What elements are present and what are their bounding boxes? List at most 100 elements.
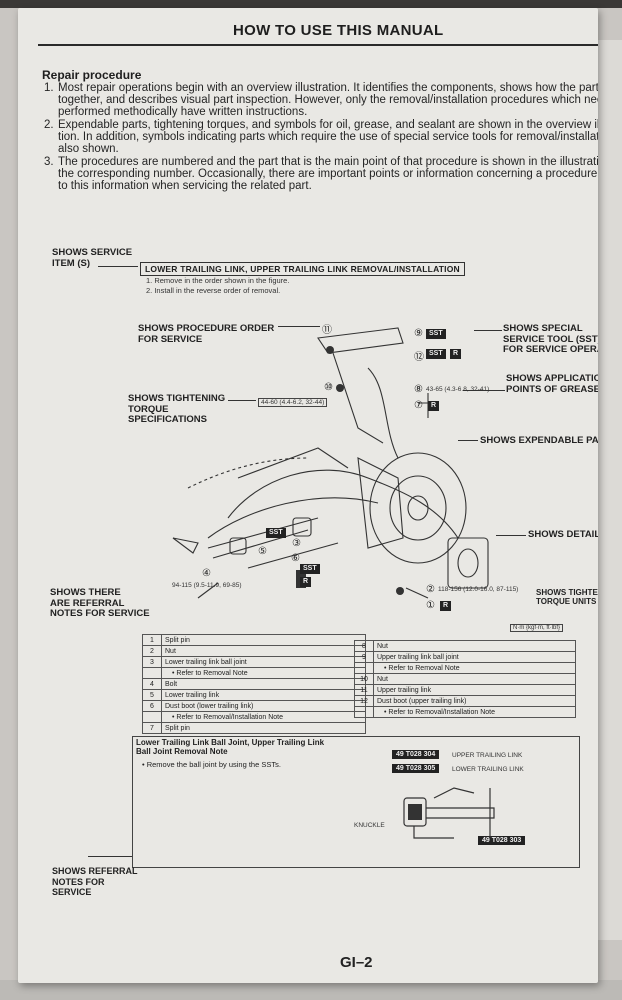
part-number xyxy=(142,667,162,679)
page-title: HOW TO USE THIS MANUAL xyxy=(233,22,444,39)
next-page-edge xyxy=(595,40,622,940)
part-name: • Refer to Removal/Installation Note xyxy=(161,711,366,723)
r-tag: R xyxy=(440,601,452,611)
table-row: • Refer to Removal Note xyxy=(142,667,366,679)
suspension-illustration xyxy=(172,327,489,599)
part-number xyxy=(142,711,162,723)
procedure-item-1: 1.Most repair operations begin with an o… xyxy=(44,82,598,118)
callout-application-points: SHOWS APPLICATION POINTS OF GREASE, ETC. xyxy=(506,373,598,395)
part-number: 6 xyxy=(142,700,162,712)
removal-note-box xyxy=(132,736,580,868)
callout-num-11: ⑪ xyxy=(322,325,332,336)
sst-tag: SST xyxy=(426,349,446,359)
torque-units-box: N·m {kgf·m, ft·lbf} xyxy=(510,624,564,632)
sst-tag: SST xyxy=(300,564,320,574)
table-surface xyxy=(0,980,622,1000)
removal-note-bullet: • Remove the ball joint by using the SST… xyxy=(142,760,281,769)
callout-procedure-order: SHOWS PROCEDURE ORDER FOR SERVICE xyxy=(138,323,275,345)
title-rule xyxy=(38,44,598,46)
service-step-2: 2. Install in the reverse order of remov… xyxy=(146,286,281,295)
procedure-item-3: 3.The procedures are numbered and the pa… xyxy=(44,156,598,192)
callout-num-5: ⑤ xyxy=(258,546,267,557)
sst-code: 49 T028 303 xyxy=(478,836,526,845)
torque-spec-4: 118-156 (12.0-16.0, 87-115) xyxy=(438,586,519,593)
callout-num-12: ⑫ xyxy=(414,352,424,363)
part-number: 10 xyxy=(354,673,374,685)
sst-code: 49 T028 304 xyxy=(392,750,440,759)
callout-num-8: ⑧ xyxy=(414,384,423,395)
sst-tag: SST xyxy=(266,528,286,538)
part-name: Nut xyxy=(161,645,366,657)
part-number: 4 xyxy=(142,678,162,690)
part-name: Upper trailing link ball joint xyxy=(373,651,576,663)
sst-tool-illustration xyxy=(403,787,495,839)
sst-label: LOWER TRAILING LINK xyxy=(452,766,524,773)
part-name: Split pin xyxy=(161,722,366,734)
leader-line xyxy=(228,400,256,401)
callout-service-item: SHOWS SERVICE ITEM (S) xyxy=(52,247,133,269)
service-step-1: 1. Remove in the order shown in the figu… xyxy=(146,276,290,285)
table-row: • Refer to Removal/Installation Note xyxy=(354,706,576,718)
callout-num-3: ③ xyxy=(292,538,301,549)
callout-num-2: ② xyxy=(426,584,435,595)
part-name: • Refer to Removal/Installation Note xyxy=(373,706,576,718)
leader-line xyxy=(98,266,138,267)
leader-line xyxy=(458,440,478,441)
callout-num-4: ④ xyxy=(202,568,211,579)
part-name: Nut xyxy=(373,640,576,652)
part-name: • Refer to Removal Note xyxy=(373,662,576,674)
part-name: Nut xyxy=(373,673,576,685)
r-tag: R xyxy=(450,349,462,359)
callout-num-7: ⑦ xyxy=(414,400,423,411)
callout-referral-notes: SHOWS THERE ARE REFERRAL NOTES FOR SERVI… xyxy=(50,587,150,619)
callout-num-9: ⑨ xyxy=(414,328,423,339)
part-name: • Refer to Removal Note xyxy=(161,667,366,679)
part-name: Lower trailing link ball joint xyxy=(161,656,366,668)
part-number xyxy=(354,662,374,674)
torque-spec-3: 94-115 (9.5-11.9, 69-85) xyxy=(172,582,242,589)
service-item-title: LOWER TRAILING LINK, UPPER TRAILING LINK… xyxy=(140,262,465,276)
r-tag: R xyxy=(428,401,440,411)
r-tag: R xyxy=(300,577,312,587)
background-edge xyxy=(0,0,622,8)
part-number: 8 xyxy=(354,640,374,652)
part-number: 7 xyxy=(142,722,162,734)
callout-expendable-parts: SHOWS EXPENDABLE PARTS xyxy=(480,435,598,446)
callout-num-1: ① xyxy=(426,600,435,611)
part-number: 2 xyxy=(142,645,162,657)
page-number: GI–2 xyxy=(340,954,373,971)
torque-spec-2: 43-65 (4.3-6.8, 32-41) xyxy=(426,386,490,393)
callout-special-tool: SHOWS SPECIAL SERVICE TOOL (SST) FOR SER… xyxy=(503,323,598,355)
leader-line xyxy=(496,535,526,536)
part-number: 5 xyxy=(142,689,162,701)
callout-num-10: ⑩ xyxy=(324,382,333,393)
callout-referral-notes-bottom: SHOWS REFERRAL NOTES FOR SERVICE xyxy=(52,866,138,897)
part-number: 1 xyxy=(142,634,162,646)
part-name: Lower trailing link xyxy=(161,689,366,701)
callout-tightening-torque: SHOWS TIGHTENING TORQUE SPECIFICATIONS xyxy=(128,393,226,425)
leader-line xyxy=(474,330,502,331)
part-name: Bolt xyxy=(161,678,366,690)
sst-tag: SST xyxy=(426,329,446,339)
leader-line xyxy=(463,390,505,391)
leader-line xyxy=(278,326,320,327)
part-name: Dust boot (upper trailing link) xyxy=(373,695,576,707)
manual-page: HOW TO USE THIS MANUAL Repair procedure … xyxy=(18,8,598,983)
part-number xyxy=(354,706,374,718)
table-row: • Refer to Removal/Installation Note xyxy=(142,711,366,723)
table-row: • Refer to Removal Note xyxy=(354,662,576,674)
part-name: Split pin xyxy=(161,634,366,646)
part-number: 3 xyxy=(142,656,162,668)
